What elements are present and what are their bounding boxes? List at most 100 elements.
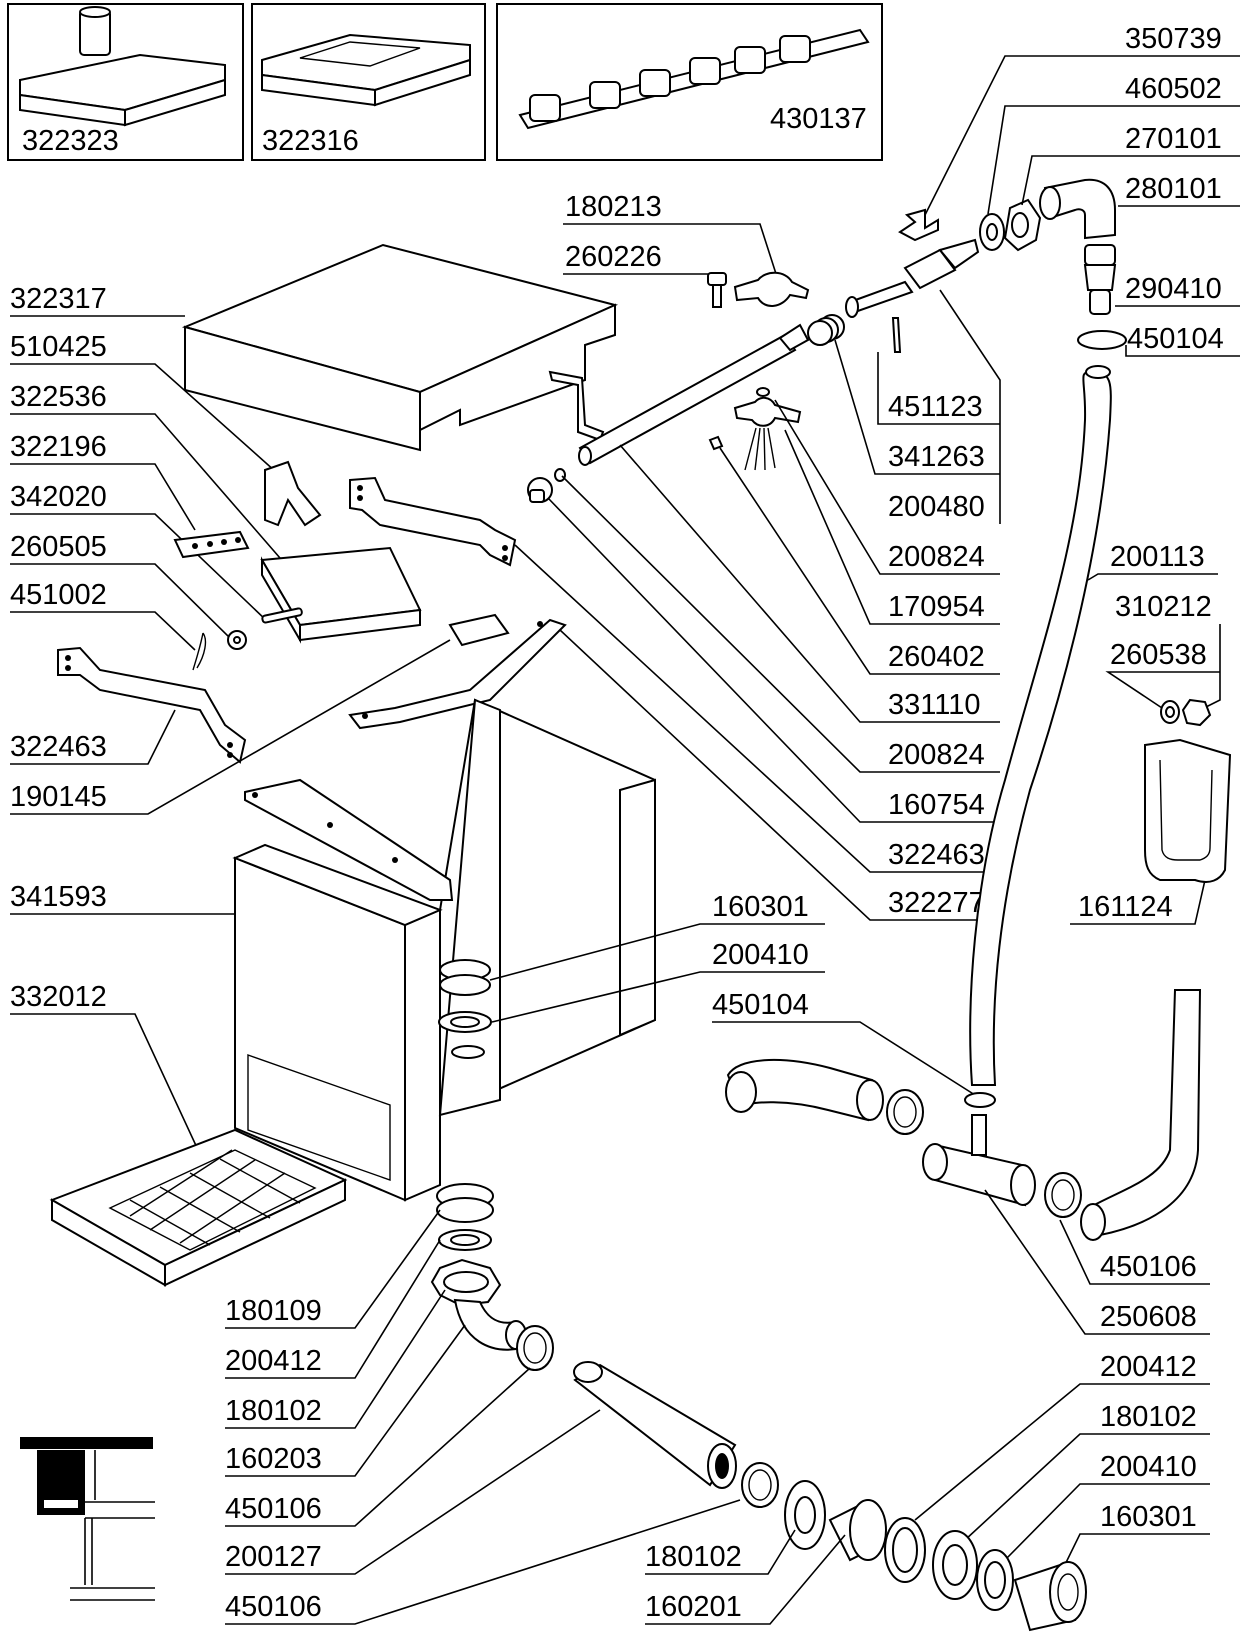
clamp-450104-top <box>1077 330 1127 350</box>
center-right-labels: 451123 341263 200480 200824 170954 26040… <box>514 289 1001 921</box>
clamp-450106-bottom <box>741 1462 779 1508</box>
inset-label-2: 322316 <box>262 125 359 157</box>
label-160301-b: 160301 <box>1100 1501 1197 1533</box>
label-190145: 190145 <box>10 781 107 813</box>
bottom-center-labels: 180102 160201 <box>645 1529 846 1625</box>
label-341593: 341593 <box>10 881 107 913</box>
right-low-labels: 450106 250608 200412 180102 200410 16030… <box>914 1189 1210 1586</box>
detail-inset <box>20 1437 155 1601</box>
label-180102-b: 180102 <box>645 1541 742 1573</box>
pipe-200127 <box>573 1361 737 1489</box>
hose-elbow-left <box>725 1059 884 1122</box>
label-450106-c: 450106 <box>225 1591 322 1623</box>
bracket-350739 <box>898 208 939 242</box>
clamp-450106-left <box>886 1089 924 1135</box>
fitting-160301-in-cabinet <box>438 959 492 1033</box>
label-350739: 350739 <box>1125 23 1222 55</box>
label-510425: 510425 <box>10 331 107 363</box>
block-322536 <box>260 546 422 644</box>
inset-box-1: 322323 <box>7 3 244 161</box>
nut-180102 <box>784 1480 826 1550</box>
fitting-160201 <box>828 1499 887 1562</box>
bracket-322463-center <box>349 476 517 567</box>
hinge-510425 <box>264 460 322 527</box>
bottom-labels: 180109 200412 180102 160203 450106 20012… <box>225 1209 741 1625</box>
spring-341263 <box>807 314 845 346</box>
label-160754: 160754 <box>888 789 985 821</box>
label-270101: 270101 <box>1125 123 1222 155</box>
label-290410: 290410 <box>1125 273 1222 305</box>
fitting-290410 <box>1083 244 1117 315</box>
label-200412-b: 200412 <box>1100 1351 1197 1383</box>
washer-200410 <box>976 1549 1014 1611</box>
label-200410-b: 200410 <box>1100 1451 1197 1483</box>
inset-label-3: 430137 <box>770 103 867 135</box>
label-322317: 322317 <box>10 283 107 315</box>
label-322536: 322536 <box>10 381 107 413</box>
bolt-260226 <box>707 272 727 308</box>
label-200113: 200113 <box>1110 541 1205 573</box>
nut-washer-460502 <box>979 198 1042 252</box>
label-331110: 331110 <box>888 689 980 721</box>
label-180102-c: 180102 <box>1100 1401 1197 1433</box>
label-200824: 200824 <box>888 541 985 573</box>
cabinet <box>232 698 656 1202</box>
label-250608: 250608 <box>1100 1301 1197 1333</box>
inset-box-2: 322316 <box>251 3 486 161</box>
pin-451123 <box>891 317 902 353</box>
right-mid-labels: 200113 310212 260538 161124 <box>1070 541 1221 925</box>
label-200412-a: 200412 <box>225 1345 322 1377</box>
label-460502: 460502 <box>1125 73 1222 105</box>
label-260402: 260402 <box>888 641 985 673</box>
label-342020: 342020 <box>10 481 107 513</box>
label-260538: 260538 <box>1110 639 1207 671</box>
nozzle-bracket-200824 <box>708 387 802 471</box>
label-180102-a: 180102 <box>225 1395 322 1427</box>
label-310212: 310212 <box>1115 591 1212 623</box>
label-451002: 451002 <box>10 579 107 611</box>
seal-200412 <box>884 1517 926 1583</box>
clip-190145 <box>448 613 510 647</box>
label-160301-a: 160301 <box>712 891 809 923</box>
elbow-280101 <box>1039 178 1116 240</box>
label-200410-a: 200410 <box>712 939 809 971</box>
pin-342020 <box>261 607 303 624</box>
threaded-fitting-160301 <box>1013 1561 1087 1632</box>
label-341263: 341263 <box>888 441 985 473</box>
label-450106-a: 450106 <box>1100 1251 1197 1283</box>
inset-box-3: 430137 <box>496 3 883 161</box>
bracket-322463-left <box>57 646 247 764</box>
nut-washer-260538 <box>1160 698 1212 727</box>
nut-180102-b <box>932 1530 978 1600</box>
label-170954: 170954 <box>888 591 985 623</box>
top-labels: 180213 260226 <box>563 191 779 281</box>
bracket-161124 <box>1144 738 1232 883</box>
label-200480: 200480 <box>888 491 985 523</box>
center-labels: 160301 200410 450104 <box>489 891 976 1096</box>
clamp-180213 <box>733 271 810 307</box>
strip-322196 <box>173 530 250 559</box>
left-labels: 322317 510425 322536 322196 342020 26050… <box>10 283 451 1166</box>
label-450106-b: 450106 <box>225 1493 322 1525</box>
label-160201: 160201 <box>645 1591 742 1623</box>
hose-elbow-right <box>1080 989 1202 1241</box>
rod-331110 <box>527 323 810 503</box>
tee-250608 <box>922 1092 1036 1207</box>
washer-260505 <box>227 630 247 650</box>
label-160203: 160203 <box>225 1443 322 1475</box>
label-322463: 322463 <box>10 731 107 763</box>
label-322196: 322196 <box>10 431 107 463</box>
label-450104-top: 450104 <box>1127 323 1224 355</box>
label-450104-b: 450104 <box>712 989 809 1021</box>
label-322463-b: 322463 <box>888 839 985 871</box>
label-260226: 260226 <box>565 241 662 273</box>
right-top-labels: 350739 460502 270101 280101 290410 45010… <box>924 23 1240 357</box>
label-322277: 322277 <box>888 887 985 919</box>
label-180109: 180109 <box>225 1295 322 1327</box>
drain-outlet-parts <box>430 1183 554 1371</box>
label-451123: 451123 <box>888 391 983 423</box>
label-280101: 280101 <box>1125 173 1222 205</box>
hose-200113 <box>969 365 1112 1086</box>
label-260505: 260505 <box>10 531 107 563</box>
